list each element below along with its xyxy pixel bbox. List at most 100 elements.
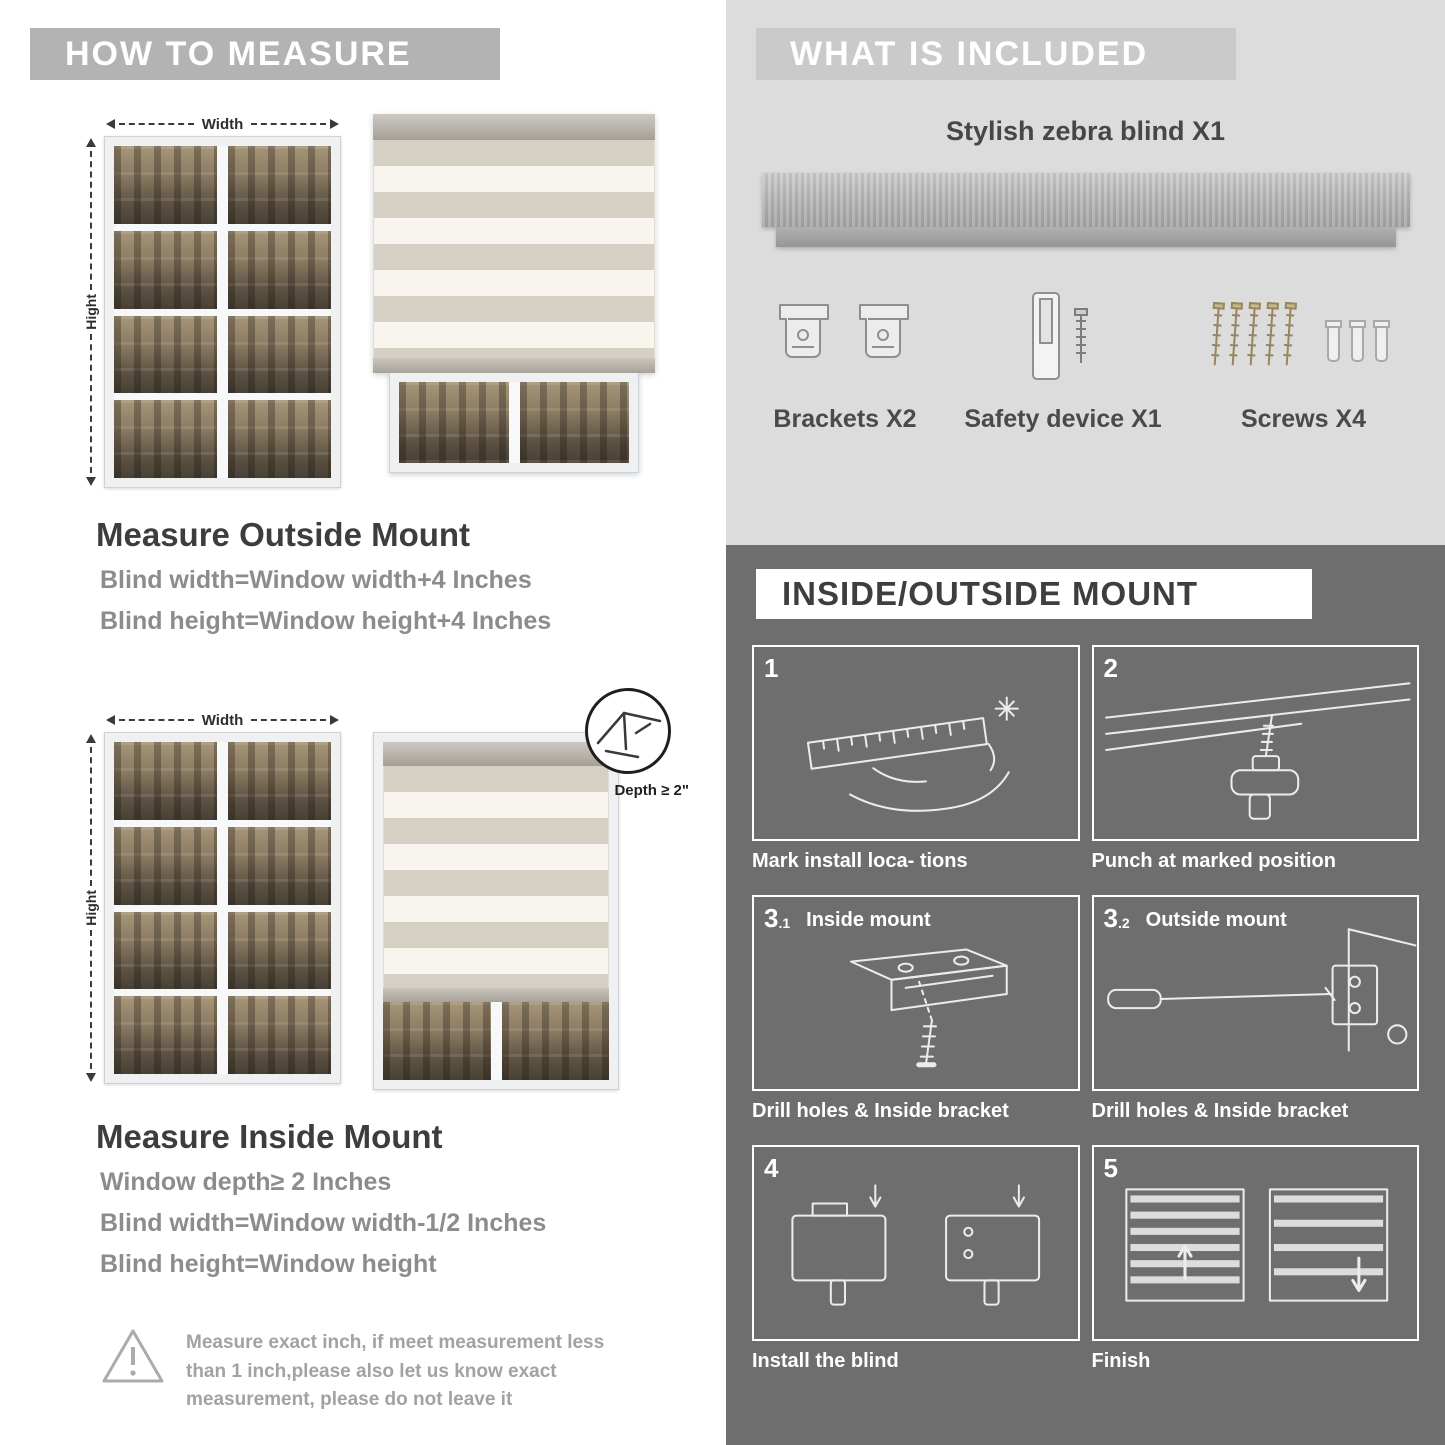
window-pane xyxy=(228,315,331,394)
window-photo xyxy=(104,136,341,488)
blind-headrail xyxy=(383,742,609,766)
screws-label: Screws X4 xyxy=(1240,405,1367,433)
window-pane xyxy=(399,382,509,463)
column-divider xyxy=(710,0,726,1445)
blind-bottomrail xyxy=(373,358,655,373)
window-frame xyxy=(373,732,619,1090)
arrow-up-icon xyxy=(86,138,96,147)
blind-cassette-lip xyxy=(775,227,1396,247)
step-box: 3 .1 Inside mount xyxy=(752,895,1080,1091)
screws-icon xyxy=(1211,301,1390,366)
screws-item: Screws X4 xyxy=(1206,287,1401,434)
outside-bracket-illustration xyxy=(1106,928,1416,1052)
window-pane xyxy=(228,911,331,990)
step-caption: Drill holes & Inside bracket xyxy=(1091,1100,1349,1122)
arrow-right-icon xyxy=(330,119,340,129)
window-pane xyxy=(114,315,217,394)
step-title: Inside mount xyxy=(806,909,931,931)
step-box: 4 xyxy=(752,1145,1080,1341)
brackets-item: Brackets X2 xyxy=(770,287,920,434)
mount-step-3-2: 3 .2 Outside mount xyxy=(1091,895,1419,1123)
arrow-up-icon xyxy=(86,734,96,743)
window-pane xyxy=(228,230,331,309)
width-arrow: Width xyxy=(104,708,341,732)
step-number: 3 .1 Inside mount xyxy=(764,905,931,932)
outside-mount-graphics: Width Hight xyxy=(0,112,710,488)
step-caption: Mark install loca- tions xyxy=(752,850,968,872)
window-pane xyxy=(501,1002,609,1080)
window-pane xyxy=(114,742,217,820)
arrow-corner-spacer xyxy=(78,708,104,732)
finish-illustration xyxy=(1124,1188,1388,1302)
dashed-line xyxy=(90,151,92,291)
inside-bracket-illustration xyxy=(850,948,1008,1068)
step-number-text: 3 xyxy=(1103,903,1118,933)
safety-device-label: Safety device X1 xyxy=(964,405,1162,433)
step-caption: Finish xyxy=(1091,1350,1151,1372)
blind-headrail xyxy=(373,114,655,140)
window-corner-icon xyxy=(596,711,662,759)
mount-step-5: 5 xyxy=(1091,1145,1419,1373)
step-subnumber-text: .2 xyxy=(1117,915,1130,931)
step-number-text: 3 xyxy=(764,903,779,933)
arrow-left-icon xyxy=(106,715,115,725)
step-number: 4 xyxy=(764,1155,778,1181)
window-pane xyxy=(228,826,331,905)
window-pane xyxy=(114,230,217,309)
what-is-included-banner: WHAT IS INCLUDED xyxy=(756,28,1236,80)
zebra-blind-outside-illustration xyxy=(373,114,655,473)
mount-step-3-1: 3 .1 Inside mount xyxy=(752,895,1080,1123)
step-number-text: 2 xyxy=(1103,653,1118,683)
zebra-blind-stripes xyxy=(383,766,609,988)
inside-mount-title: Measure Inside Mount xyxy=(96,1118,443,1155)
step-subnumber-text: .1 xyxy=(778,915,791,931)
dashed-line xyxy=(90,333,92,474)
what-is-included-section: WHAT IS INCLUDED Stylish zebra blind X1 xyxy=(726,0,1445,545)
dashed-line xyxy=(90,747,92,887)
window-pane xyxy=(114,996,217,1074)
window-pane xyxy=(114,400,217,478)
measure-instruction: Blind width=Window width+4 Inches xyxy=(100,566,532,594)
depth-label: Depth ≥ 2" xyxy=(614,782,689,799)
mount-step-4: 4 xyxy=(752,1145,1080,1373)
window-pane xyxy=(228,400,331,478)
step-box: 2 xyxy=(1091,645,1419,841)
mount-section-banner: INSIDE/OUTSIDE MOUNT xyxy=(756,569,1312,619)
arrow-corner-spacer xyxy=(78,112,104,136)
safety-device-icon xyxy=(1032,292,1088,380)
install-blind-illustration xyxy=(791,1184,1041,1306)
window-pane xyxy=(114,146,217,224)
warning-text: Measure exact inch, if meet measurement … xyxy=(186,1332,605,1410)
warning-triangle-icon xyxy=(102,1329,164,1383)
dashed-line xyxy=(251,719,327,721)
window-illustration-inside: Width Hight xyxy=(78,708,341,1084)
arrow-right-icon xyxy=(330,715,340,725)
how-to-measure-section: HOW TO MEASURE Width Hight xyxy=(0,0,710,1445)
dashed-line xyxy=(251,123,327,125)
outside-mount-title: Measure Outside Mount xyxy=(96,516,471,553)
window-sash xyxy=(114,146,331,478)
step-box: 3 .2 Outside mount xyxy=(1091,895,1419,1091)
blind-bottomrail xyxy=(383,988,609,1002)
dashed-line xyxy=(90,929,92,1070)
step-number: 2 xyxy=(1104,655,1118,681)
mark-location-illustration xyxy=(806,696,1019,812)
measure-instruction: Blind height=Window height xyxy=(100,1250,437,1278)
step-caption: Drill holes & Inside bracket xyxy=(752,1100,1009,1122)
step-number-text: 1 xyxy=(764,653,779,683)
height-arrow: Hight xyxy=(78,732,104,1084)
measure-instruction: Blind width=Window width-1/2 Inches xyxy=(100,1209,547,1237)
window-pane xyxy=(519,382,629,463)
dashed-line xyxy=(119,719,194,721)
step-number: 1 xyxy=(764,655,778,681)
zebra-blind-inside-illustration: Depth ≥ 2" xyxy=(373,688,689,1090)
brackets-label: Brackets X2 xyxy=(773,405,917,433)
window-pane xyxy=(228,742,331,820)
arrow-left-icon xyxy=(106,119,115,129)
step-number: 5 xyxy=(1104,1155,1118,1181)
window-sash xyxy=(399,382,629,463)
height-label: Hight xyxy=(83,890,99,926)
window-pane xyxy=(114,911,217,990)
right-column: WHAT IS INCLUDED Stylish zebra blind X1 xyxy=(726,0,1445,1445)
